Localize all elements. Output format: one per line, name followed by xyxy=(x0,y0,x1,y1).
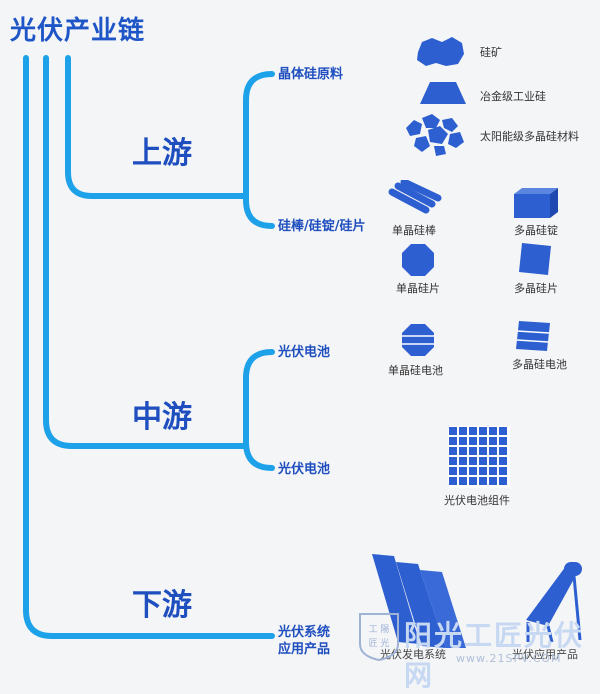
bracket-upstream xyxy=(243,71,275,229)
node-pv-cell-2: 光伏电池 xyxy=(278,462,331,477)
watermark-site-name: 阳光工匠光伏网 xyxy=(404,619,585,692)
caption-multi-wafer: 多晶硅片 xyxy=(514,282,558,295)
caption-mono-rod: 单晶硅棒 xyxy=(392,224,436,237)
node-pv-system-line2: 应用产品 xyxy=(278,642,331,657)
pv-power-system-icon xyxy=(372,554,466,648)
node-crystal-raw: 晶体硅原料 xyxy=(278,67,344,82)
caption-multi-ingot: 多晶硅锭 xyxy=(514,224,558,237)
watermark-site-url: www.21SPV.COM xyxy=(456,652,562,665)
caption-multi-cell: 多晶硅电池 xyxy=(512,358,567,371)
caption-pv-module: 光伏电池组件 xyxy=(444,494,510,507)
stage-downstream: 下游 xyxy=(132,588,192,623)
caption-silicon-ore: 硅矿 xyxy=(480,46,502,59)
node-pv-cell: 光伏电池 xyxy=(278,345,331,360)
metallurgical-silicon-icon xyxy=(420,82,466,104)
pv-module-icon xyxy=(448,426,510,488)
node-pv-system-line1: 光伏系统 xyxy=(278,625,331,640)
mono-rod-icon xyxy=(388,180,442,214)
stage-upstream: 上游 xyxy=(132,136,192,171)
caption-metallurgical-silicon: 冶金级工业硅 xyxy=(480,90,546,103)
multi-wafer-icon xyxy=(519,243,551,275)
page-title: 光伏产业链 xyxy=(10,16,146,46)
svg-text:工 陽: 工 陽 xyxy=(369,624,390,635)
mono-wafer-icon xyxy=(402,244,434,276)
node-rod-ingot-wafer: 硅棒/硅锭/硅片 xyxy=(278,219,366,234)
caption-mono-cell: 单晶硅电池 xyxy=(388,364,443,377)
caption-solar-poly-material: 太阳能级多晶硅材料 xyxy=(480,130,579,143)
line-midstream xyxy=(43,55,249,449)
stage-midstream: 中游 xyxy=(132,400,192,435)
bracket-midstream xyxy=(243,349,275,471)
watermark-stamp-icon: 工 陽 匠 光 xyxy=(359,613,399,662)
node-pv-system: 光伏系统 应用产品 xyxy=(278,624,330,658)
mono-cell-icon xyxy=(402,324,434,356)
multi-cell-icon xyxy=(516,321,550,351)
caption-pv-app-product: 光伏应用产品 xyxy=(512,648,578,661)
line-upstream xyxy=(65,55,249,199)
pv-app-product-icon xyxy=(526,562,582,643)
polysilicon-chunks-icon xyxy=(406,114,464,156)
silicon-ore-icon xyxy=(417,37,464,66)
svg-text:匠 光: 匠 光 xyxy=(369,637,390,649)
multi-ingot-icon xyxy=(514,188,558,218)
line-downstream xyxy=(23,55,275,639)
caption-mono-wafer: 单晶硅片 xyxy=(396,282,440,295)
